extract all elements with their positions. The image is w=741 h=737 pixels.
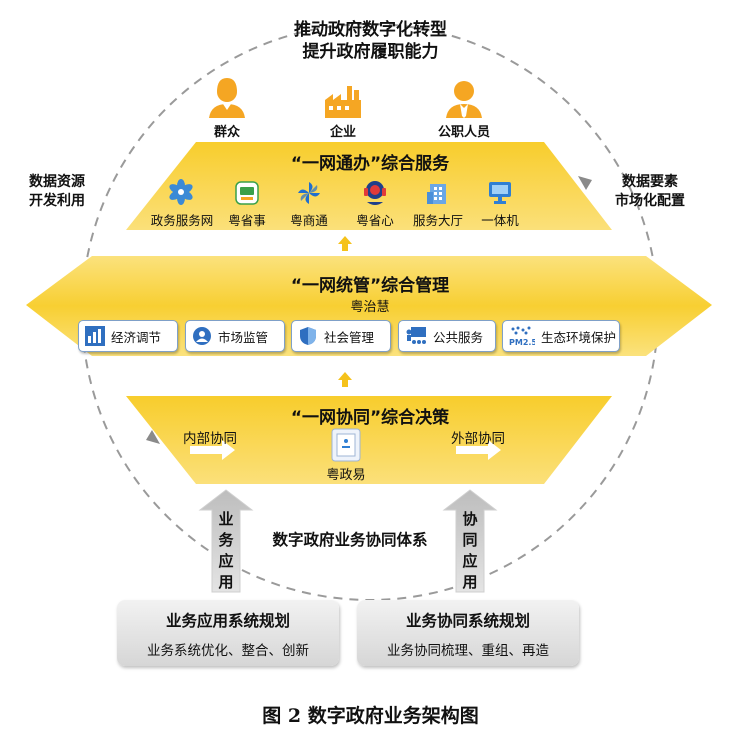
pill-label: 经济调节: [111, 329, 162, 345]
outer-collab-label: 外部协同: [451, 431, 505, 447]
building-icon: [427, 184, 446, 204]
collab-app-up-arrow: [442, 489, 498, 593]
up-arrow-small-2: [338, 372, 352, 387]
management-band-subtitle: 粤治慧: [350, 300, 390, 315]
service-band-title: “一网通办”综合服务: [290, 154, 450, 174]
actor-label-public: 群众: [213, 125, 240, 140]
pill-label: 公共服务: [433, 329, 484, 345]
person-female-icon: [209, 78, 245, 118]
app-card-icon: [235, 181, 259, 205]
collab-band-title: “一网协同”综合决策: [290, 408, 450, 428]
pill-label: 社会管理: [324, 329, 375, 345]
app-label-ysx: 粤省心: [356, 213, 394, 228]
person-suit-icon: [446, 81, 482, 118]
yuezhengyi-app-icon: [331, 428, 361, 462]
app-label-yss: 粤省事: [228, 213, 266, 228]
bar-chart-icon: [85, 326, 105, 346]
app-label-ytj: 一体机: [481, 213, 519, 228]
pill-social-management: 社会管理: [291, 320, 391, 352]
actor-label-enterprise: 企业: [329, 125, 356, 140]
business-app-up-arrow: [198, 489, 254, 593]
collab-plan-box: 业务协同系统规划 业务协同梳理、重组、再造: [357, 600, 579, 666]
snowflake-icon: [169, 179, 193, 205]
title-line-1: 推动政府数字化转型: [294, 20, 447, 40]
title-line-2: 提升政府履职能力: [302, 42, 439, 62]
presentation-icon: [406, 327, 426, 344]
pill-label: 生态环境保护: [541, 329, 617, 345]
kiosk-icon: [489, 182, 511, 204]
app-label-zwfw: 政务服务网: [150, 213, 214, 228]
side-label-right-line1: 数据要素: [622, 174, 678, 190]
pm25-icon: PM2.5: [509, 326, 535, 347]
shield-icon: [300, 327, 316, 345]
pm25-icon-text: PM2.5: [509, 338, 535, 347]
collab-band-shape: [126, 396, 612, 484]
business-app-arrow-label: 业务应用: [218, 510, 234, 591]
yuezhengyi-label: 粤政易: [326, 468, 366, 483]
pinwheel-icon: [298, 182, 320, 204]
plan-subtitle: 业务系统优化、整合、创新: [147, 643, 309, 659]
up-arrow-small-1: [338, 236, 352, 251]
side-label-left: 数据资源 开发利用: [14, 173, 100, 211]
plan-title: 业务协同系统规划: [405, 612, 530, 630]
cycle-arrow-head-right: [578, 176, 592, 190]
side-label-right: 数据要素 市场化配置: [600, 173, 700, 211]
app-label-fwdt: 服务大厅: [412, 213, 463, 228]
app-label-yst: 粤商通: [290, 213, 328, 228]
business-app-plan-box: 业务应用系统规划 业务系统优化、整合、创新: [117, 600, 339, 666]
side-label-left-line1: 数据资源: [29, 174, 85, 190]
pill-eco-protection: PM2.5 生态环境保护: [502, 320, 620, 352]
pill-public-service: 公共服务: [398, 320, 496, 352]
figure-caption: 图 2 数字政府业务架构图: [262, 705, 479, 727]
cycle-arrow-head-left: [146, 430, 160, 444]
factory-icon: [325, 86, 361, 118]
plan-subtitle: 业务协同梳理、重组、再造: [387, 643, 549, 659]
side-label-left-line2: 开发利用: [29, 193, 85, 209]
headset-icon: [364, 181, 386, 205]
side-label-right-line2: 市场化配置: [615, 193, 685, 209]
magnifier-user-icon: [193, 327, 211, 345]
collab-app-arrow-label: 协同应用: [462, 510, 478, 591]
pill-market-supervision: 市场监管: [185, 320, 285, 352]
management-band-title: “一网统管”综合管理: [290, 276, 450, 296]
plan-title: 业务应用系统规划: [165, 612, 290, 630]
outer-collab-arrow: [456, 440, 501, 460]
inner-collab-arrow: [190, 440, 235, 460]
pill-economic-regulation: 经济调节: [78, 320, 178, 352]
system-label: 数字政府业务协同体系: [272, 531, 428, 549]
pill-label: 市场监管: [218, 329, 269, 345]
inner-collab-label: 内部协同: [183, 431, 237, 447]
actor-label-civil-servant: 公职人员: [437, 125, 490, 140]
